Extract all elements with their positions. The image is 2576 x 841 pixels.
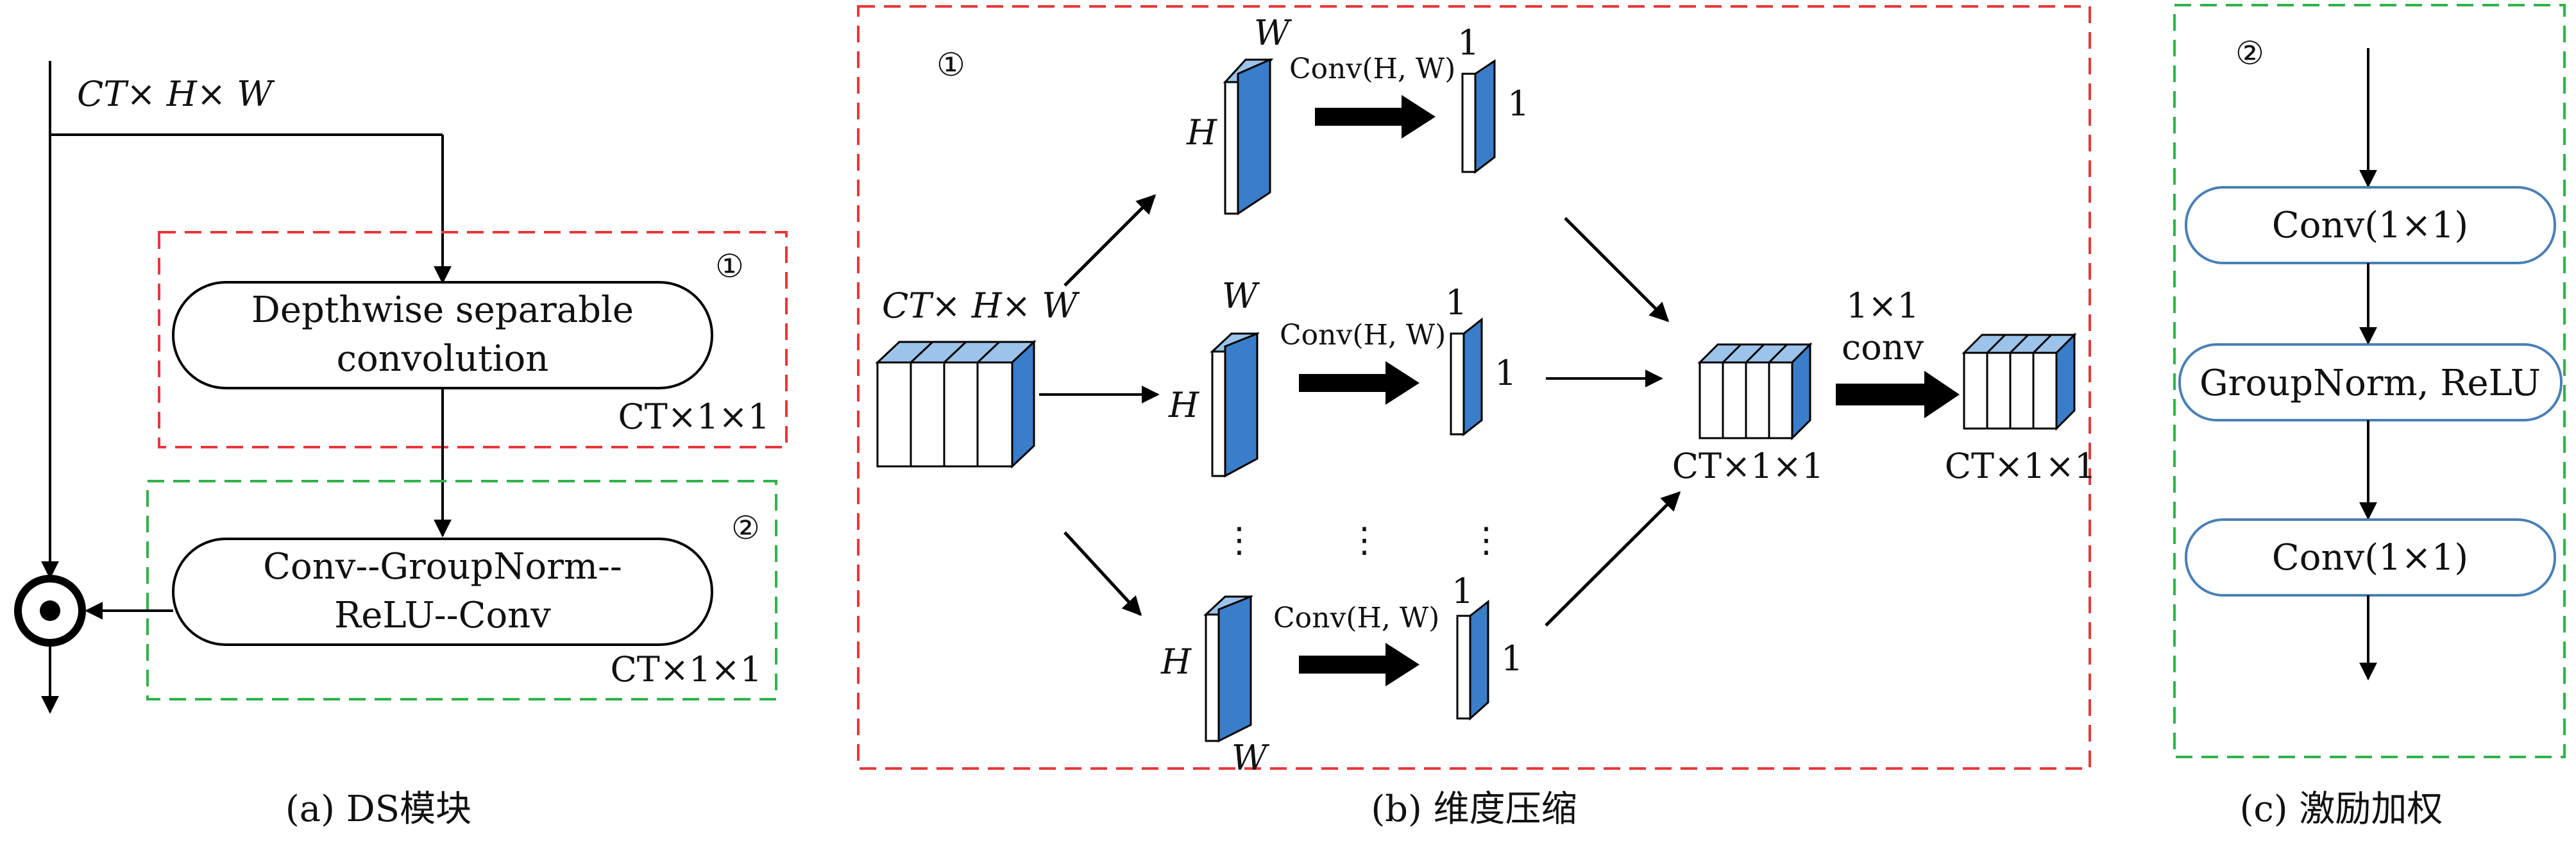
branch2-out-slab <box>1450 317 1483 437</box>
panel-c: ② Conv(1×1) GroupNorm, ReLU Conv(1×1) (c… <box>2173 4 2566 830</box>
input-size-label-b: CT× H× W <box>882 285 1080 326</box>
caption-b: (b) 维度压缩 <box>1371 788 1577 830</box>
branch3-op-label: Conv(H, W) <box>1273 602 1439 634</box>
branch1-one-top: 1 <box>1457 22 1479 63</box>
branch1-slab <box>1223 58 1274 216</box>
branch3-fat-arrow <box>1299 643 1419 686</box>
branch1-one-right: 1 <box>1507 83 1529 124</box>
merged-tensor-cube <box>1697 342 1813 441</box>
branch1-out-slab <box>1461 59 1496 174</box>
branch1-fat-arrow <box>1315 95 1436 139</box>
branch2-h-label: H <box>1168 385 1199 425</box>
branch2-op-label: Conv(H, W) <box>1280 319 1446 352</box>
marker-2: ② <box>731 509 760 547</box>
node-conv1 <box>2185 186 2556 264</box>
conv-groupnorm-node <box>172 538 713 646</box>
node-groupnorm-relu <box>2178 343 2563 421</box>
green-dashed-box-excite <box>2173 4 2566 758</box>
branch2-one-top: 1 <box>1445 282 1467 323</box>
marker-1: ① <box>715 248 744 285</box>
input-tensor-cube <box>875 339 1037 469</box>
node-conv2-label: Conv(1×1) <box>2272 537 2468 579</box>
branch3-w-label: W <box>1232 738 1270 778</box>
red-dashed-box-ds <box>158 231 788 448</box>
merged-size-label: CT×1×1 <box>1672 446 1824 486</box>
branch3-h-label: H <box>1160 641 1192 682</box>
branch3-one-right: 1 <box>1501 638 1523 679</box>
dots-2: ⋮ <box>1347 520 1382 560</box>
node-conv1-label: Conv(1×1) <box>2272 205 2468 246</box>
panel-a: CT× H× W ① Depthwise separable convoluti… <box>14 61 788 830</box>
dots-3: ⋮ <box>1469 520 1504 560</box>
ds-conv-node-line1: Depthwise separable <box>251 289 634 331</box>
red-dashed-box-compress <box>857 5 2091 770</box>
branch2-slab <box>1210 332 1260 478</box>
panel-b: ① CT× H× W W H Conv(H, W) <box>857 5 2097 830</box>
branch3-one-top: 1 <box>1452 571 1473 611</box>
conv-size-label: CT×1×1 <box>610 649 762 690</box>
output-size-label: CT×1×1 <box>1945 446 2097 486</box>
input-size-label: CT× H× W <box>77 74 275 114</box>
output-tensor-cube <box>1962 332 2077 431</box>
node-groupnorm-label: GroupNorm, ReLU <box>2199 362 2541 404</box>
conv11-line1: 1×1 <box>1846 285 1919 326</box>
marker-c: ② <box>2235 35 2264 72</box>
branch1-to-merge-arrow <box>1564 217 1670 323</box>
ds-conv-node-line2: convolution <box>337 338 549 380</box>
branch3-slab <box>1203 595 1253 743</box>
to-branch1-arrow <box>1063 194 1157 287</box>
branch2-one-right: 1 <box>1495 353 1516 393</box>
to-branch3-arrow <box>1063 531 1142 616</box>
conv11-line2: conv <box>1842 327 1924 368</box>
branch2-w-label: W <box>1222 276 1260 316</box>
marker-b: ① <box>936 46 965 83</box>
caption-a: (a) DS模块 <box>285 788 471 830</box>
conv-groupnorm-node-line2: ReLU--Conv <box>334 595 551 636</box>
conv-groupnorm-node-line1: Conv--GroupNorm-- <box>263 546 622 588</box>
branch1-h-label: H <box>1186 112 1217 153</box>
branch3-out-slab <box>1456 599 1489 721</box>
green-dashed-box-conv <box>146 480 777 701</box>
branch3-to-merge-arrow <box>1545 491 1681 627</box>
branch2-fat-arrow <box>1299 361 1419 405</box>
branch1-w-label: W <box>1254 13 1292 53</box>
ds-size-label: CT×1×1 <box>618 396 770 437</box>
odot-icon <box>14 575 86 647</box>
branch1-op-label: Conv(H, W) <box>1289 53 1455 85</box>
conv11-fat-arrow <box>1836 371 1960 418</box>
caption-c: (c) 激励加权 <box>2240 788 2443 830</box>
node-conv2 <box>2185 518 2556 597</box>
dots-1: ⋮ <box>1222 520 1257 560</box>
